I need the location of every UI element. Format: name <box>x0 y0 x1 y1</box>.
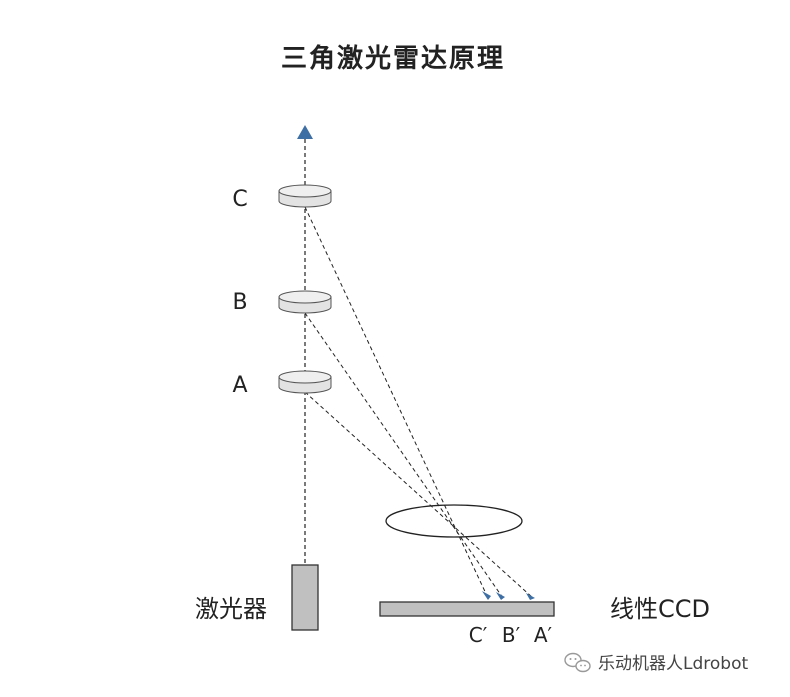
ccd-label: 线性CCD <box>610 595 710 623</box>
ray-from-c <box>304 206 489 599</box>
diagram-title: 三角激光雷达原理 <box>281 43 505 74</box>
reflected-rays <box>304 206 534 599</box>
image-point-a: A′ <box>534 623 553 647</box>
image-point-c: C′ <box>469 623 488 647</box>
beam-arrowhead <box>297 125 313 139</box>
receiving-lens <box>385 504 523 538</box>
arrowhead-a <box>526 593 535 600</box>
arrowhead-b <box>496 592 505 600</box>
linear-ccd <box>379 601 555 617</box>
label-c: C <box>232 187 247 212</box>
ray-from-b <box>304 312 504 599</box>
laser-emitter <box>291 564 319 631</box>
label-b: B <box>232 290 247 315</box>
target-c <box>278 184 332 208</box>
laser-label: 激光器 <box>195 595 267 623</box>
arrowhead-c <box>482 591 491 600</box>
watermark-text: 乐动机器人Ldrobot <box>598 654 748 674</box>
target-a <box>278 370 332 394</box>
wechat-icon <box>564 652 591 673</box>
image-point-b: B′ <box>502 623 521 647</box>
label-a: A <box>232 373 247 398</box>
target-b <box>278 290 332 314</box>
ray-arrowheads <box>482 591 535 600</box>
ray-from-a <box>304 391 534 599</box>
